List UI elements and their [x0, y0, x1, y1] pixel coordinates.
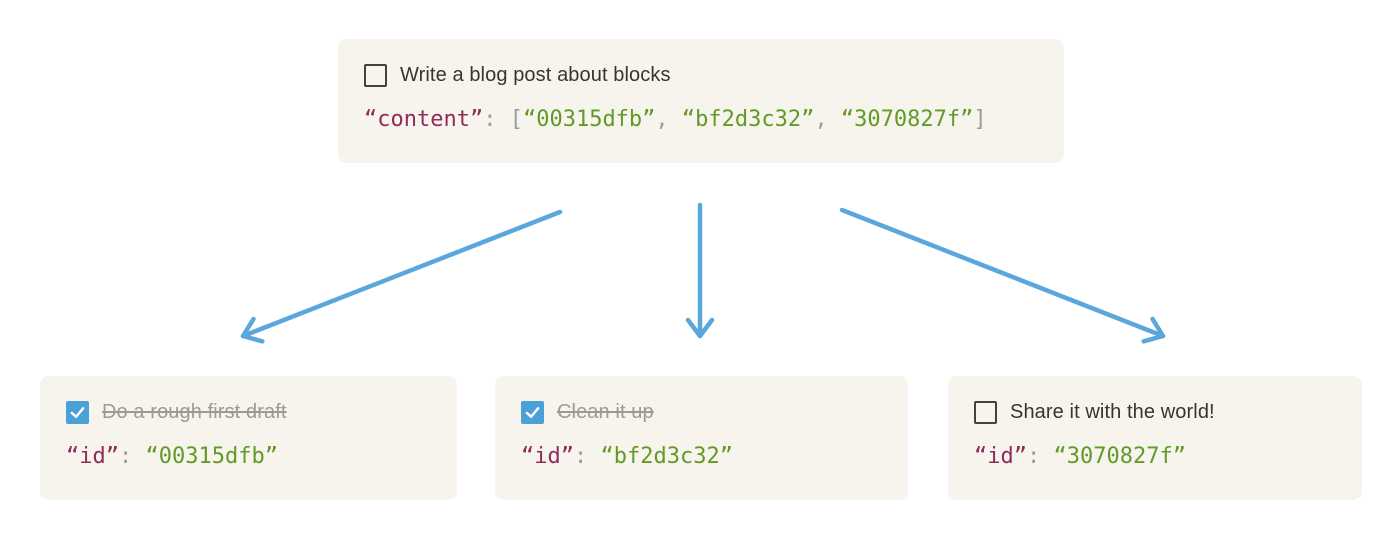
code-key-id: “id”	[974, 444, 1027, 469]
parent-todo-checkbox[interactable]	[364, 64, 387, 87]
child-1-todo-label: Do a rough first draft	[102, 401, 287, 423]
child-2-todo-row: Clean it up	[521, 401, 882, 424]
child-3-todo-row: Share it with the world!	[974, 401, 1336, 424]
parent-code-line: “content”: [“00315dfb”, “bf2d3c32”, “307…	[364, 105, 1038, 134]
parent-todo-label: Write a blog post about blocks	[400, 64, 671, 86]
code-value-3: “3070827f”	[840, 107, 974, 132]
code-comma: ,	[814, 107, 841, 132]
code-colon: :	[1026, 444, 1054, 469]
code-colon: :	[573, 444, 601, 469]
code-colon: :	[483, 107, 510, 132]
child-3-todo-label: Share it with the world!	[1010, 401, 1215, 423]
check-icon	[525, 407, 540, 418]
child-1-todo-row: Do a rough first draft	[66, 401, 431, 424]
code-key-id: “id”	[521, 444, 574, 469]
arrow-to-child-3	[839, 207, 1166, 344]
code-key-id: “id”	[66, 444, 119, 469]
code-open-bracket: [	[509, 107, 523, 132]
arrow-to-child-1	[240, 209, 563, 344]
child-1-code-line: “id”: “00315dfb”	[66, 442, 431, 471]
child-block-card-2: Clean it up “id”: “bf2d3c32”	[495, 376, 908, 500]
parent-block-card: Write a blog post about blocks “content”…	[338, 39, 1064, 163]
check-icon	[70, 407, 85, 418]
code-id-value: “3070827f”	[1053, 444, 1186, 469]
child-2-todo-checkbox[interactable]	[521, 401, 544, 424]
code-comma: ,	[655, 107, 682, 132]
code-colon: :	[118, 444, 146, 469]
child-2-todo-label: Clean it up	[557, 401, 654, 423]
code-value-2: “bf2d3c32”	[681, 107, 815, 132]
child-3-code-line: “id”: “3070827f”	[974, 442, 1336, 471]
code-key-content: “content”	[364, 107, 484, 132]
child-block-card-1: Do a rough first draft “id”: “00315dfb”	[40, 376, 457, 500]
code-id-value: “00315dfb”	[145, 444, 278, 469]
code-id-value: “bf2d3c32”	[600, 444, 733, 469]
code-close-bracket: ]	[973, 107, 987, 132]
child-3-todo-checkbox[interactable]	[974, 401, 997, 424]
code-value-1: “00315dfb”	[522, 107, 656, 132]
parent-todo-row: Write a blog post about blocks	[364, 64, 1038, 87]
child-2-code-line: “id”: “bf2d3c32”	[521, 442, 882, 471]
child-1-todo-checkbox[interactable]	[66, 401, 89, 424]
child-block-card-3: Share it with the world! “id”: “3070827f…	[948, 376, 1362, 500]
